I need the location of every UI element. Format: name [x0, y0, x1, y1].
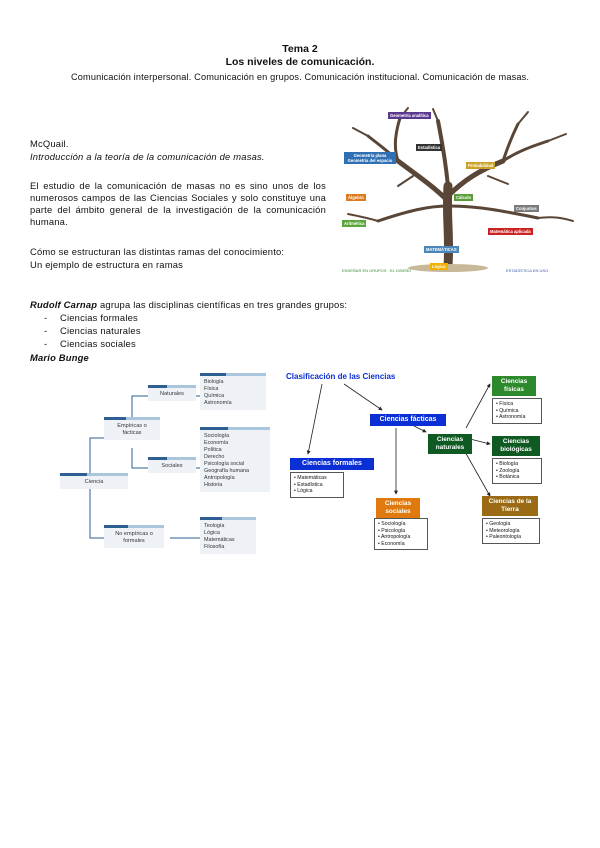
- tema-label: Tema 2: [282, 43, 318, 55]
- bunge-naturales-list: Biología Física Química Astronomía: [200, 373, 266, 410]
- list-item: Química: [204, 393, 225, 399]
- tree-label-probabilidad: Probabilidad: [466, 162, 496, 169]
- list-item: • Psicología: [378, 527, 406, 534]
- list-item: Biología: [204, 379, 224, 385]
- list-item: • Biología: [496, 461, 519, 467]
- tree-label-conjuntos: Conjuntos: [514, 205, 539, 212]
- carnap-text: agrupa las disciplinas científicas en tr…: [97, 299, 348, 310]
- bunge-node-empiricas: Empíricas o fácticas: [104, 417, 160, 440]
- tree-label-aritmetica: Aritmética: [342, 220, 367, 227]
- book-title: Introducción a la teoría de la comunicac…: [30, 151, 265, 162]
- list-item: Ciencias sociales: [30, 338, 141, 351]
- list-item: Historia: [204, 482, 223, 488]
- list-ciencias-formales: • Matemáticas • Estadística • Lógica: [290, 472, 344, 498]
- clasificacion-arrows: [306, 383, 491, 497]
- bunge-diagram: Ciencia Empíricas o fácticas No empírica…: [60, 368, 280, 568]
- list-item: • Estadística: [294, 481, 323, 488]
- bunge-naturales-label: Naturales: [160, 391, 184, 397]
- list-item: • Astronomía: [496, 414, 526, 421]
- carnap-list: Ciencias formales Ciencias naturales Cie…: [30, 312, 141, 351]
- list-item: Derecho: [204, 454, 225, 460]
- structure-example: Un ejemplo de estructura en ramas: [30, 259, 184, 270]
- knowledge-tree-image: Geometría analítica Geometría plana Geom…: [338, 106, 578, 278]
- list-item: Ciencias naturales: [30, 325, 141, 338]
- node-ciencias-naturales: Ciencias naturales: [428, 434, 472, 454]
- list-item: • Economía: [378, 540, 405, 547]
- list-item: • Sociología: [378, 521, 406, 527]
- list-item: • Física: [496, 401, 514, 407]
- list-item: Ciencias formales: [30, 312, 141, 325]
- tree-footer-left: ENSEÑAR EN GRUPOS · EL DISEÑO: [342, 268, 412, 273]
- tree-footer-right: ESTADÍSTICA EN USO: [506, 268, 549, 273]
- tree-label-calculo: Cálculo: [454, 194, 474, 201]
- list-item: Física: [204, 386, 219, 392]
- tree-label-estadistica: Estadística: [416, 144, 443, 151]
- bunge-sociales-list: Sociología Economía Política Derecho Psi…: [200, 427, 270, 492]
- node-ciencias-biologicas: Ciencias biológicas: [492, 436, 540, 456]
- list-item: • Antropología: [378, 534, 411, 541]
- list-ciencias-biologicas: • Biología • Zoología • Botánica: [492, 458, 542, 484]
- list-item: Astronomía: [204, 400, 232, 406]
- node-ciencias-tierra: Ciencias de la Tierra: [482, 496, 538, 516]
- list-ciencias-sociales: • Sociología • Psicología • Antropología…: [374, 518, 428, 551]
- tree-label-matematica-aplicada: Matemática aplicada: [488, 228, 533, 235]
- carnap-name: Rudolf Carnap: [30, 299, 98, 310]
- list-ciencias-tierra: • Geología • Meteorología • Paleontologí…: [482, 518, 540, 544]
- bunge-name: Mario Bunge: [30, 352, 89, 363]
- intro-paragraph: El estudio de la comunicación de masas n…: [30, 180, 326, 227]
- author-name: McQuail.: [30, 138, 69, 149]
- list-item: Teología: [204, 523, 225, 529]
- node-ciencias-sociales: Ciencias sociales: [376, 498, 420, 518]
- list-item: Economía: [204, 440, 229, 446]
- list-item: Filosofía: [204, 544, 225, 550]
- node-ciencias-facticas: Ciencias fácticas: [370, 414, 446, 426]
- clasificacion-title: Clasificación de las Ciencias: [286, 372, 396, 381]
- tree-label-geometria-analitica: Geometría analítica: [388, 112, 431, 119]
- list-item: • Paleontología: [486, 534, 521, 541]
- list-item: • Meteorología: [486, 527, 520, 534]
- tree-label-algebra: Álgebra: [346, 194, 366, 201]
- list-item: • Botánica: [496, 474, 520, 481]
- carnap-sentence: Rudolf Carnap agrupa las disciplinas cie…: [30, 299, 570, 311]
- list-item: Política: [204, 447, 222, 453]
- list-item: Geografía humana: [204, 468, 249, 474]
- bunge-node-sociales: Sociales: [148, 457, 196, 473]
- list-item: Matemáticas: [204, 537, 235, 543]
- tree-label-geometria-plana: Geometría plana Geometría del espacio: [344, 152, 396, 164]
- bunge-node-no-empiricas: No empíricas o formales: [104, 525, 164, 548]
- bunge-node-ciencia: Ciencia: [60, 473, 128, 489]
- node-ciencias-formales: Ciencias formales: [290, 458, 374, 470]
- bunge-empiricas-label: Empíricas o fácticas: [117, 423, 147, 436]
- list-item: • Matemáticas: [294, 475, 327, 481]
- bunge-node-naturales: Naturales: [148, 385, 196, 401]
- list-item: • Zoología: [496, 467, 520, 474]
- list-item: • Lógica: [294, 488, 313, 495]
- page-subtitle: Comunicación interpersonal. Comunicación…: [70, 72, 530, 82]
- list-item: Sociología: [204, 433, 230, 439]
- bunge-formales-list: Teología Lógica Matemáticas Filosofía: [200, 517, 256, 554]
- bunge-no-empiricas-label: No empíricas o formales: [115, 531, 153, 544]
- list-item: Antropología: [204, 475, 235, 481]
- list-item: Lógica: [204, 530, 220, 536]
- structure-question: Cómo se estructuran las distintas ramas …: [30, 246, 285, 257]
- node-ciencias-fisicas: Ciencias físicas: [492, 376, 536, 396]
- clasificacion-diagram: Clasificación de las Ciencias Ciencias f…: [286, 368, 576, 558]
- bunge-sociales-label: Sociales: [161, 463, 183, 469]
- list-item: • Geología: [486, 521, 511, 527]
- tree-label-matematicas: MATEMÁTICAS: [424, 246, 459, 253]
- list-item: Psicología social: [204, 461, 245, 467]
- tree-label-logica: Lógica: [430, 263, 448, 270]
- page-title: Los niveles de comunicación.: [225, 56, 375, 68]
- list-ciencias-fisicas: • Física • Química • Astronomía: [492, 398, 542, 424]
- bunge-ciencia-label: Ciencia: [84, 479, 104, 485]
- list-item: • Química: [496, 407, 519, 414]
